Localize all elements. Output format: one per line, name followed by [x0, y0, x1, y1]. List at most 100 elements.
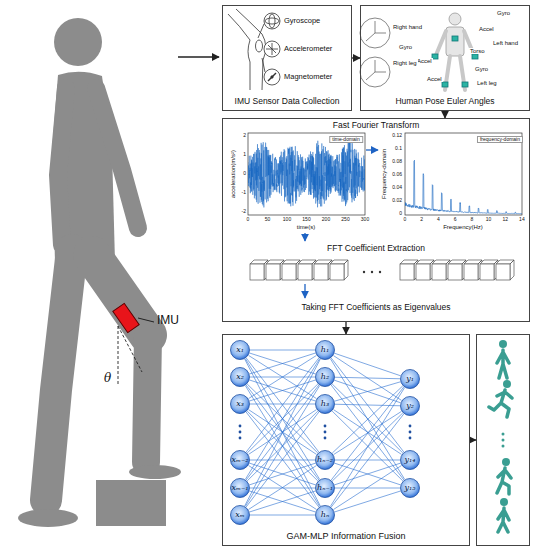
- neuron-shape: [401, 370, 420, 389]
- flow-arrow: [304, 284, 305, 298]
- axis-label: 4: [437, 217, 440, 222]
- neuron-connection: [332, 386, 403, 453]
- imu-sensor-part-part: [113, 303, 139, 332]
- sensor-icons-part: [264, 13, 280, 29]
- output-arrow: [470, 439, 476, 440]
- neuron-shape: [401, 397, 420, 416]
- neuron-node: h₁: [315, 340, 335, 360]
- part-label: Gyro: [398, 44, 413, 50]
- neuron-connection: [334, 353, 400, 376]
- axis-label: 2: [420, 217, 423, 222]
- ellipsis-dots-part: [324, 425, 327, 428]
- cell-side: [496, 260, 514, 280]
- knee-sketch-part: [228, 9, 266, 90]
- neuron-label: y₁₅: [400, 478, 420, 498]
- input-arrow: [178, 56, 219, 57]
- body-figure-part: [452, 36, 458, 41]
- signal-trace: [248, 140, 365, 207]
- neuron-connection: [250, 353, 316, 374]
- neuron-node: x₃: [230, 394, 250, 414]
- sensor-icons-part: [269, 14, 275, 28]
- coefficient-cell: [496, 264, 510, 280]
- axis-label: 200: [322, 217, 330, 222]
- cell-side: [480, 260, 498, 280]
- neuron-node: h₂: [315, 367, 335, 387]
- neuron-connection: [332, 411, 403, 481]
- panel-title: FFT Coefficient Extraction: [223, 244, 529, 253]
- axis-label: 1: [243, 152, 246, 157]
- panel-box: x₁x₂x₃xₘ₋₂xₘ₋₁xₘh₁h₂h₃hₙ₋₂hₙ₋₁hₙy₁y₂y₁₄y…: [222, 334, 470, 546]
- coefficient-cell: [298, 264, 312, 280]
- ellipsis-dots-part: [239, 431, 242, 434]
- ellipsis-dots-part: [324, 437, 327, 440]
- spectrum-trace: [405, 160, 522, 214]
- activity-icons-part: [502, 445, 505, 448]
- axis-label: 0.04: [392, 185, 402, 190]
- axis-label: 0.08: [392, 159, 402, 164]
- neuron-shape: [316, 451, 335, 470]
- neuron-connection: [250, 353, 316, 374]
- neuron-label: y₁₄: [400, 450, 420, 470]
- part-label: Accel: [426, 76, 443, 82]
- neuron-connection: [333, 356, 401, 401]
- neuron-shape: [401, 479, 420, 498]
- panel-title: Human Pose Euler Angles: [361, 97, 529, 106]
- axis-label: Frequency(Hz): [443, 224, 483, 230]
- neuron-connection: [333, 465, 401, 509]
- neuron-shape: [231, 506, 250, 525]
- neuron-shape: [316, 368, 335, 387]
- axis-label: 0: [247, 217, 250, 222]
- part-label: Right leg: [392, 60, 418, 66]
- coefficient-cell: [250, 264, 264, 280]
- body-figure-part: [472, 54, 478, 59]
- neuron-connection: [250, 491, 316, 512]
- activity-icons-part: [497, 468, 511, 494]
- neuron-node: y₁₅: [400, 478, 420, 498]
- neuron-connection: [246, 412, 319, 507]
- neuron-label: x₂: [230, 367, 250, 387]
- neuron-connection: [249, 463, 315, 485]
- neuron-node: x₁: [230, 340, 250, 360]
- neuron-label: h₁: [315, 340, 335, 360]
- neuron-node: hₙ₋₂: [315, 450, 335, 470]
- activity-icons-part: [502, 433, 505, 436]
- axis-label: 0: [243, 171, 246, 176]
- part-label: Left hand: [492, 40, 519, 46]
- axis-label: time-domain: [329, 136, 363, 143]
- axis-label: 8: [470, 217, 473, 222]
- neuron-label: xₘ₋₂: [230, 450, 250, 470]
- neuron-connection: [250, 515, 315, 516]
- imu-sensor-part: [118, 326, 142, 372]
- sensor-icons-part: [268, 73, 276, 81]
- neuron-shape: [231, 479, 250, 498]
- coefficient-cell: [282, 264, 296, 280]
- coefficient-cell: [464, 264, 478, 280]
- person-silhouette-part: [58, 88, 66, 245]
- axis-label: 0: [404, 217, 407, 222]
- sensor-icons-part: [264, 41, 280, 57]
- panel-box: Human Pose Euler Angles: [360, 5, 530, 111]
- output-panel: [477, 335, 530, 546]
- ellipsis-dots-part: [363, 271, 365, 273]
- cell-side: [282, 260, 300, 280]
- neuron-connection: [245, 359, 321, 506]
- neuron-connection: [330, 359, 405, 480]
- neuron-connection: [331, 387, 404, 480]
- neuron-shape: [231, 368, 250, 387]
- neuron-connection: [249, 463, 315, 485]
- axis-label: 6: [454, 217, 457, 222]
- part-label: Magnetometer: [284, 73, 332, 81]
- axis-label: Frequency-domain: [381, 149, 387, 199]
- neuron-node: y₁: [400, 369, 420, 389]
- neuron-node: y₂: [400, 396, 420, 416]
- neuron-label: h₃: [315, 394, 335, 414]
- neuron-label: xₘ₋₁: [230, 478, 250, 498]
- neuron-shape: [316, 341, 335, 360]
- sensor-icons-part: [266, 43, 278, 55]
- neuron-connection: [250, 350, 315, 351]
- knee-sketch: [228, 9, 266, 90]
- imu-sensor-part: [113, 303, 139, 332]
- neuron-shape: [231, 451, 250, 470]
- coefficient-cell: [314, 264, 328, 280]
- axis-insets-part: [360, 18, 390, 48]
